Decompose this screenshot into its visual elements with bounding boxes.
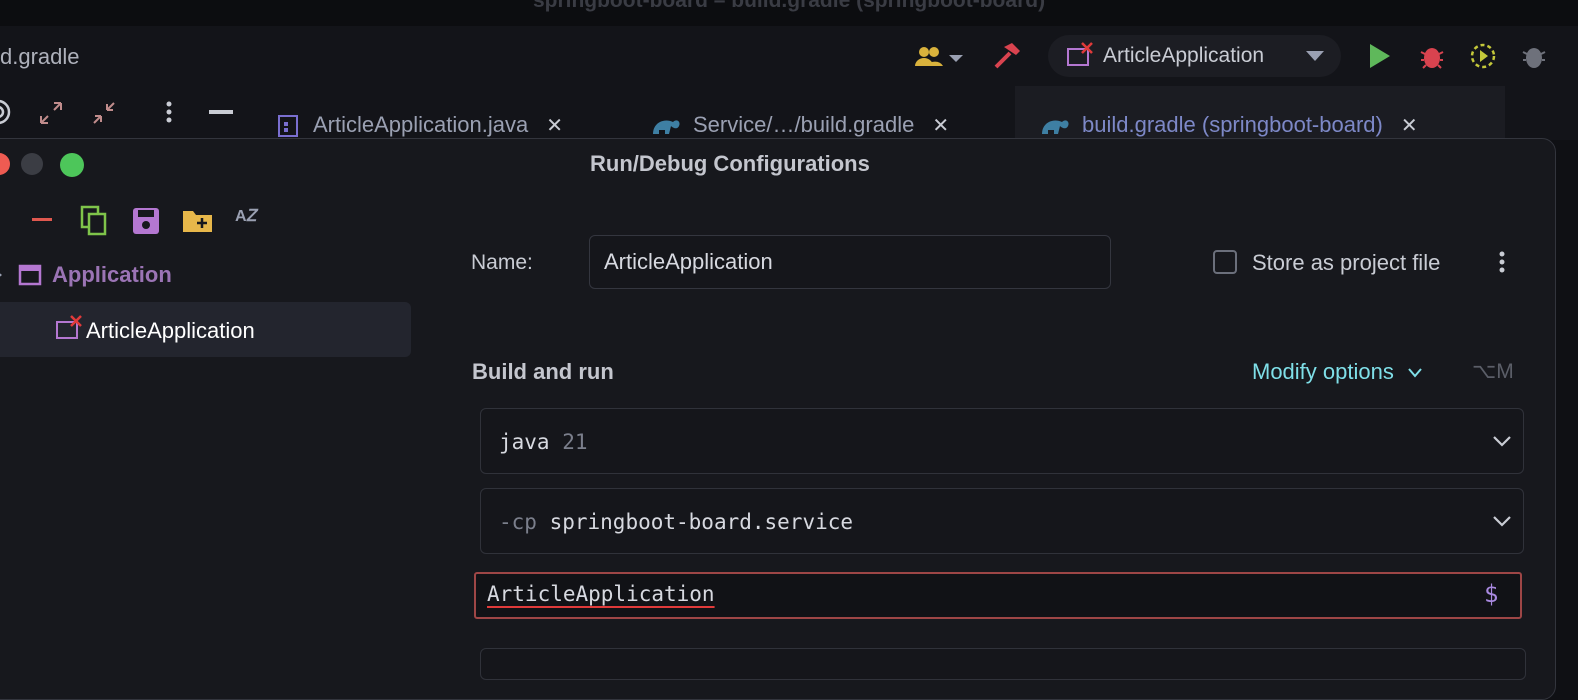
jdk-value: java 21 [499, 430, 588, 454]
active-tab-background [1015, 86, 1505, 140]
new-folder-button[interactable] [182, 207, 214, 233]
project-file-label: d.gradle [0, 44, 80, 69]
hammer-icon [994, 43, 1020, 69]
tree-item-selected-row[interactable] [0, 302, 411, 357]
save-config-button[interactable] [132, 207, 160, 235]
main-class-value[interactable]: ArticleApplication [487, 582, 715, 606]
program-arguments-field[interactable] [480, 648, 1526, 680]
copy-config-button[interactable] [80, 205, 108, 237]
tab-build-gradle-root[interactable]: build.gradle (springboot-board) ✕ [1040, 112, 1418, 138]
tree-group-application[interactable]: Application [52, 262, 172, 287]
window-zoom-button[interactable] [60, 153, 84, 177]
gradle-icon [1040, 114, 1070, 138]
chevron-down-icon [1493, 515, 1511, 527]
section-build-and-run: Build and run [472, 359, 614, 384]
chevron-down-icon [1305, 50, 1325, 62]
modify-options-shortcut: ⌥M [1472, 360, 1514, 383]
remove-config-button[interactable] [31, 210, 53, 230]
bug-outline-icon [1522, 48, 1546, 68]
chevron-down-icon[interactable] [0, 270, 6, 280]
classpath-flag: -cp [499, 510, 537, 534]
coverage-button[interactable] [1521, 42, 1547, 70]
profiler-icon [1470, 43, 1496, 69]
tab-label: Service/…/build.gradle [693, 112, 915, 137]
bug-icon [1420, 48, 1444, 69]
chevron-down-icon [1493, 435, 1511, 447]
window-minimize-button[interactable] [21, 153, 43, 175]
chevron-down-icon [1408, 368, 1422, 378]
jdk-select[interactable] [480, 408, 1524, 474]
close-icon[interactable]: ✕ [932, 115, 950, 137]
profile-button[interactable] [1468, 42, 1498, 70]
copy-icon [80, 205, 107, 236]
build-hammer-button[interactable] [992, 41, 1022, 71]
window-close-button[interactable] [0, 153, 10, 175]
close-icon[interactable]: ✕ [1400, 115, 1418, 137]
tab-label: build.gradle (springboot-board) [1082, 112, 1383, 137]
main-class-field[interactable] [474, 572, 1522, 619]
name-field[interactable]: ArticleApplication [589, 235, 1111, 289]
classpath-module: springboot-board.service [549, 510, 854, 534]
classpath-module-select[interactable] [480, 488, 1524, 554]
store-as-project-file-label: Store as project file [1252, 250, 1441, 275]
run-config-label: ArticleApplication [1103, 44, 1265, 67]
java-class-icon [277, 114, 301, 138]
sort-az-icon: A𝑍 [235, 208, 257, 225]
close-icon[interactable]: ✕ [546, 115, 563, 137]
jdk-version: 21 [562, 430, 588, 454]
more-options-icon[interactable] [1497, 250, 1507, 276]
tab-article-application-java[interactable]: ArticleApplication.java ✕ [277, 112, 563, 138]
save-icon [133, 208, 159, 234]
gradle-icon [651, 114, 681, 138]
modify-options-label: Modify options [1252, 359, 1394, 384]
store-as-project-file-checkbox[interactable] [1213, 250, 1237, 274]
collapse-all-icon[interactable] [91, 100, 117, 126]
application-config-icon [1066, 41, 1094, 69]
target-icon[interactable] [0, 98, 14, 126]
application-config-icon [55, 314, 85, 342]
insert-macro-icon[interactable]: $ [1484, 580, 1499, 608]
debug-button[interactable] [1419, 42, 1445, 70]
modify-options-link[interactable]: Modify options [1252, 359, 1422, 385]
dialog-title: Run/Debug Configurations [590, 151, 870, 176]
sort-alpha-button[interactable]: A𝑍 [235, 208, 256, 226]
run-icon [1370, 44, 1390, 68]
users-icon [915, 47, 963, 66]
name-label: Name: [471, 251, 533, 274]
run-button[interactable] [1368, 43, 1392, 69]
expand-all-icon[interactable] [38, 100, 64, 126]
tree-item-article-application[interactable]: ArticleApplication [86, 318, 255, 343]
folder-add-icon [183, 211, 212, 232]
run-config-selector[interactable] [1048, 35, 1341, 77]
classpath-value: -cp springboot-board.service [499, 510, 853, 534]
tab-service-build-gradle[interactable]: Service/…/build.gradle ✕ [651, 112, 949, 138]
minus-icon [32, 218, 52, 221]
minimize-icon[interactable] [209, 110, 233, 116]
code-with-me-button[interactable] [913, 44, 965, 70]
tab-label: ArticleApplication.java [313, 112, 529, 137]
main-toolbar [0, 26, 1578, 86]
window-title: springboot-board – build.gradle (springb… [0, 0, 1578, 26]
more-options-icon[interactable] [164, 100, 174, 126]
jdk-name: java [499, 430, 550, 454]
application-group-icon [18, 263, 42, 287]
